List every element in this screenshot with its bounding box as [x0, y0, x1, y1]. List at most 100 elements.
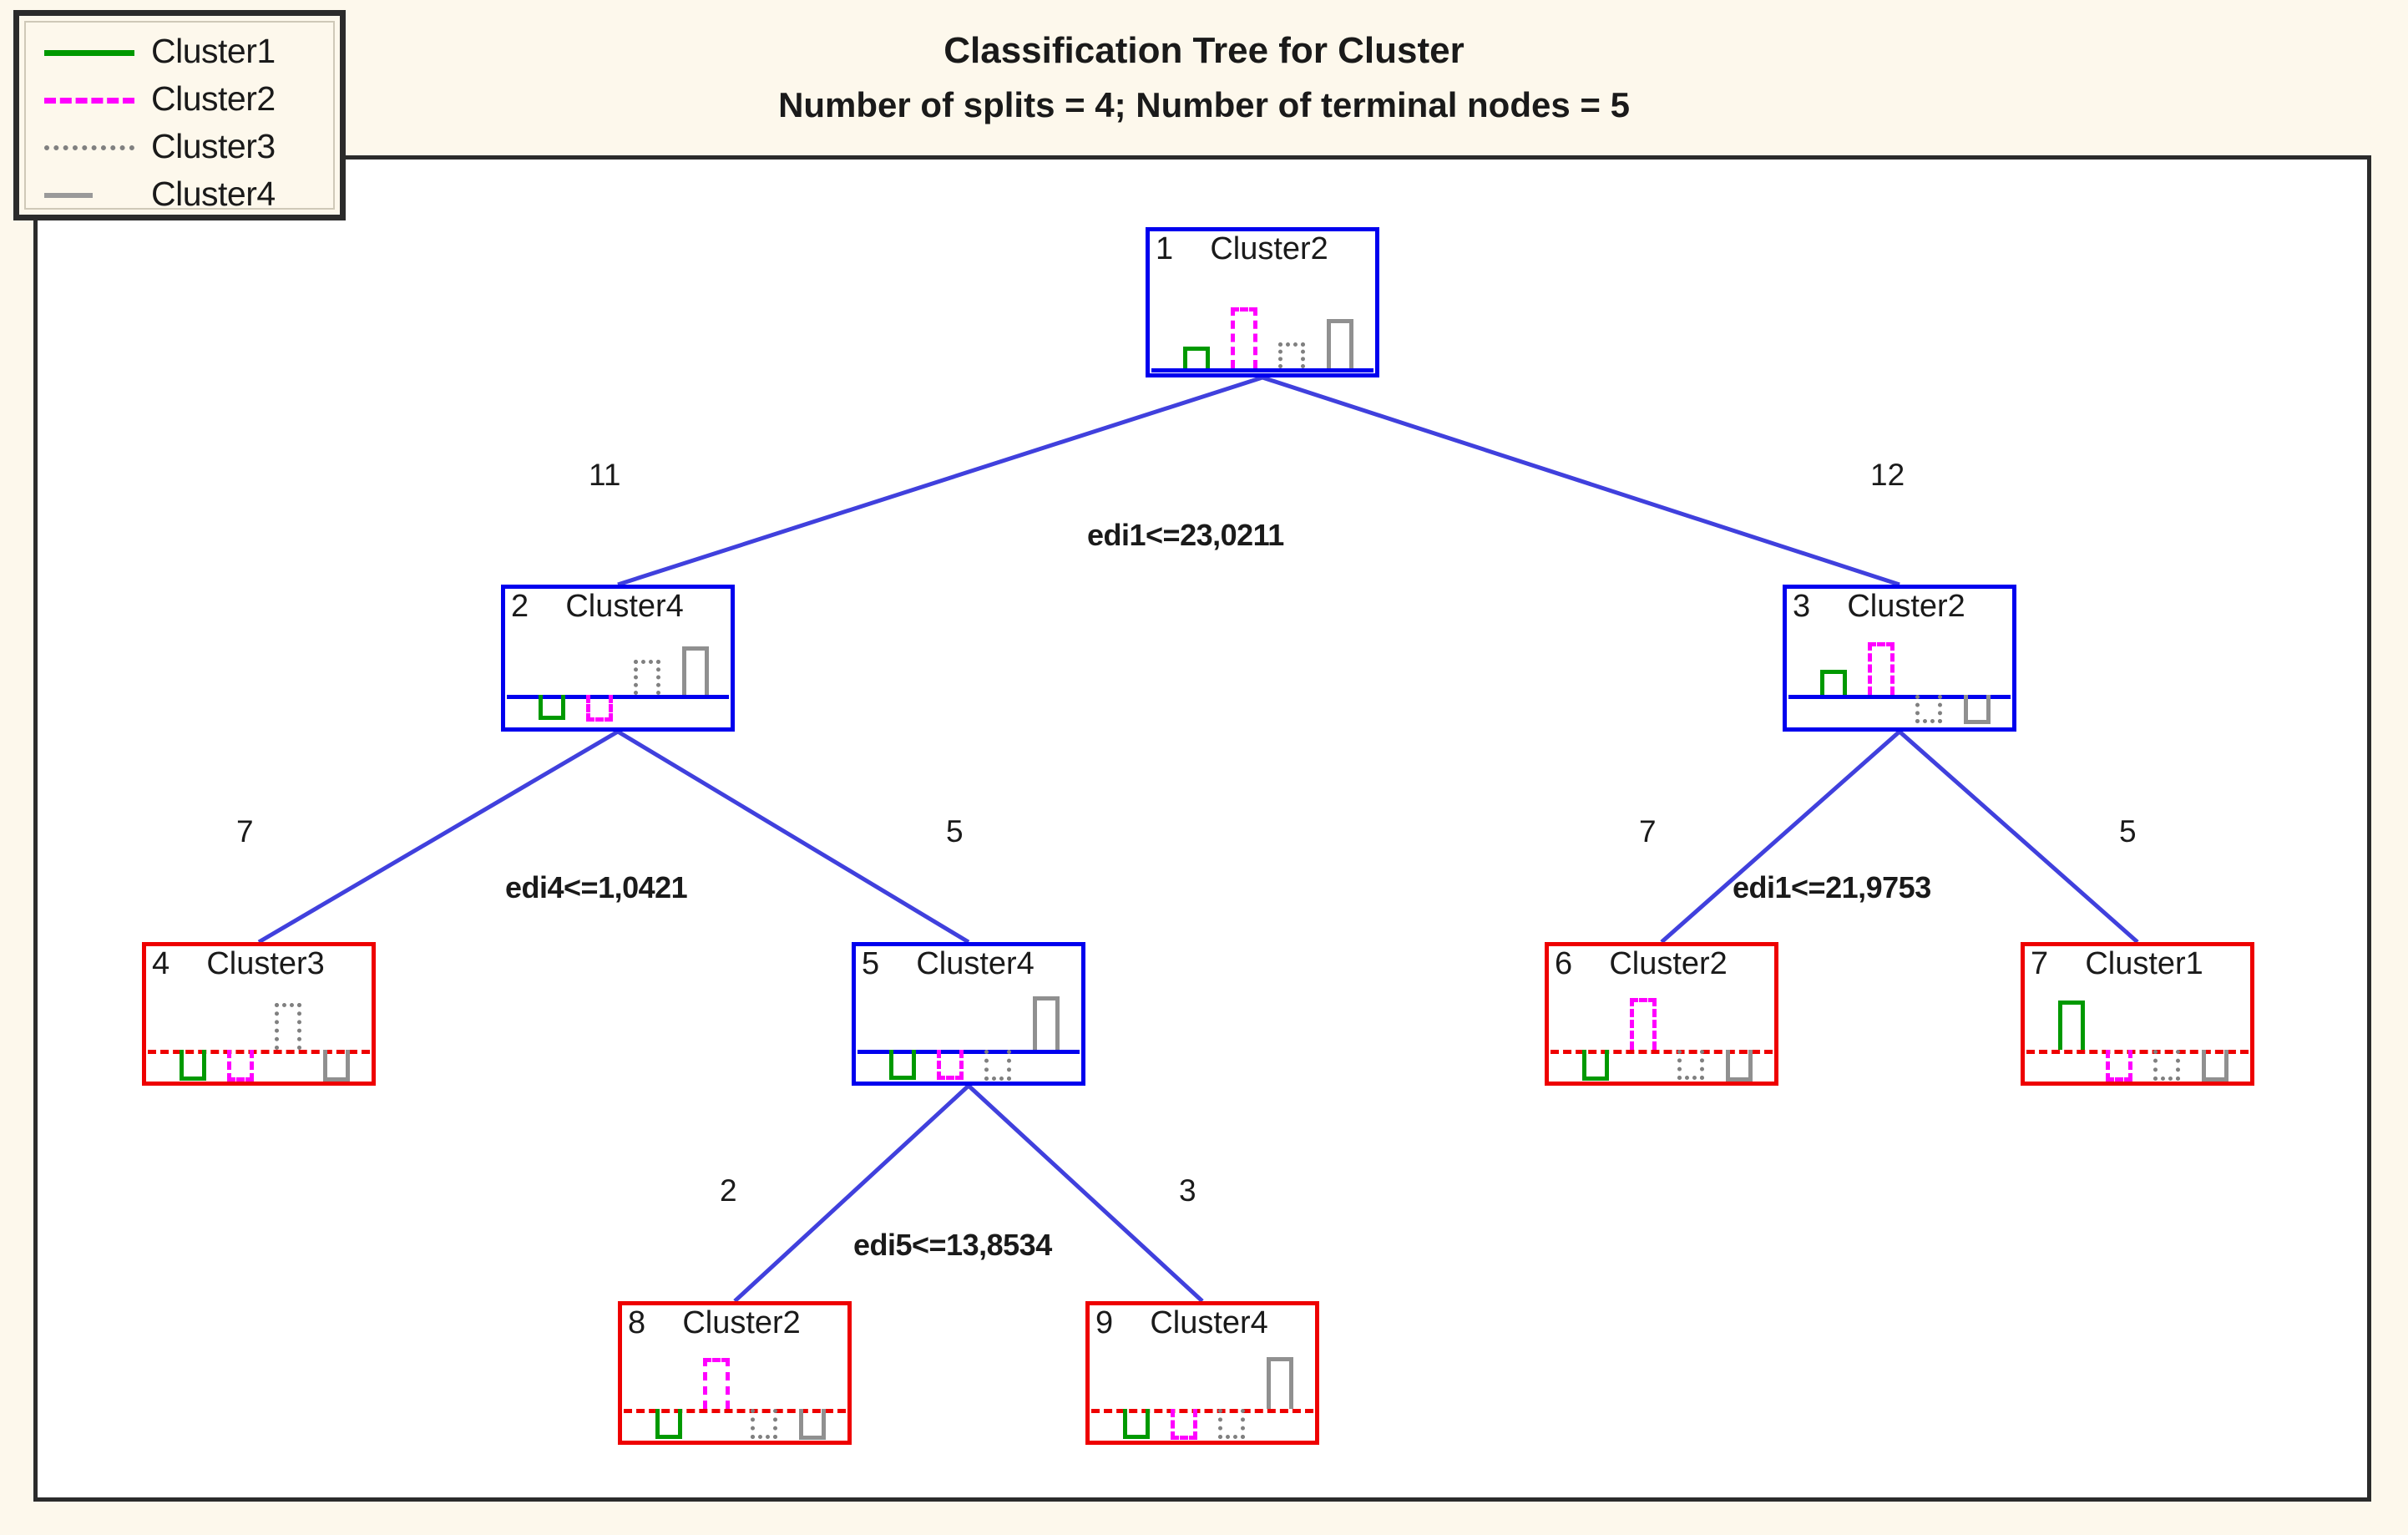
- node-bar-cluster1: [2057, 1000, 2085, 1051]
- legend-item-cluster2: Cluster2: [26, 75, 333, 123]
- node-bar-cluster4: [1326, 318, 1353, 368]
- node-mini-histogram: [2025, 985, 2250, 1082]
- legend-label: Cluster2: [151, 79, 276, 118]
- node-bar-cluster3: [2153, 1050, 2181, 1082]
- node-bar-cluster2: [936, 1050, 964, 1081]
- node-bar-cluster1: [179, 1050, 206, 1082]
- branch-count-2-right: 5: [946, 814, 964, 849]
- branch-count-1-left: 11: [589, 458, 621, 492]
- node-mini-histogram: [146, 985, 372, 1082]
- node-baseline: [1551, 1050, 1773, 1055]
- node-bar-cluster1: [1122, 1409, 1150, 1440]
- node-bar-cluster1: [1819, 669, 1847, 695]
- tree-node-1[interactable]: 1 Cluster2: [1146, 227, 1379, 377]
- legend-item-cluster1: Cluster1: [26, 28, 333, 75]
- page-title: Classification Tree for Cluster: [943, 30, 1465, 71]
- node-mini-histogram: [1549, 985, 1774, 1082]
- legend-label: Cluster1: [151, 32, 276, 70]
- node-class-label: Cluster2: [1609, 946, 1728, 981]
- node-baseline: [1091, 1409, 1313, 1414]
- node-header: 9 Cluster4: [1090, 1307, 1315, 1344]
- node-header: 7 Cluster1: [2025, 948, 2250, 985]
- node-class-label: Cluster2: [1847, 589, 1965, 624]
- node-class-label: Cluster4: [916, 946, 1035, 981]
- node-mini-histogram: [1090, 1344, 1315, 1441]
- node-id: 8: [628, 1305, 646, 1340]
- node-bar-cluster4: [798, 1409, 826, 1441]
- node-id: 4: [152, 946, 170, 981]
- node-bar-cluster3: [984, 1050, 1012, 1082]
- node-baseline: [2026, 1050, 2249, 1055]
- node-bar-cluster2: [1867, 641, 1895, 695]
- node-id: 9: [1095, 1305, 1114, 1340]
- node-bar-cluster2: [1230, 306, 1258, 368]
- node-bar-cluster3: [1915, 694, 1943, 724]
- node-bar-cluster4: [2201, 1050, 2228, 1082]
- node-bar-cluster1: [1581, 1050, 1609, 1082]
- node-bar-cluster3: [751, 1409, 778, 1440]
- node-bar-cluster4: [1963, 694, 1991, 725]
- tree-node-6[interactable]: 6 Cluster2: [1545, 942, 1778, 1086]
- node-id: 5: [862, 946, 880, 981]
- node-id: 2: [511, 589, 529, 624]
- node-bar-cluster1: [655, 1409, 682, 1439]
- node-id: 1: [1156, 231, 1174, 266]
- legend: Cluster1 Cluster2 Cluster3 Cluster4: [13, 10, 346, 220]
- node-bar-cluster3: [275, 1002, 302, 1051]
- node-bar-cluster2: [1629, 997, 1657, 1051]
- node-bar-cluster3: [1278, 342, 1306, 368]
- node-mini-histogram: [505, 627, 731, 727]
- node-id: 6: [1555, 946, 1573, 981]
- tree-node-7[interactable]: 7 Cluster1: [2021, 942, 2254, 1086]
- branch-count-1-right: 12: [1870, 458, 1905, 492]
- node-class-label: Cluster1: [2085, 946, 2203, 981]
- node-header: 5 Cluster4: [856, 948, 1081, 985]
- node-mini-histogram: [856, 985, 1081, 1082]
- branch-count-5-right: 3: [1179, 1173, 1196, 1208]
- legend-label: Cluster3: [151, 127, 276, 165]
- node-baseline: [857, 1050, 1080, 1055]
- legend-label: Cluster4: [151, 175, 276, 213]
- legend-item-cluster3: Cluster3: [26, 123, 333, 170]
- split-condition-5: edi5<=13,8534: [853, 1228, 1052, 1262]
- tree-node-9[interactable]: 9 Cluster4: [1085, 1301, 1319, 1445]
- node-header: 1 Cluster2: [1150, 233, 1375, 270]
- node-bar-cluster2: [702, 1358, 731, 1410]
- node-bar-cluster4: [1725, 1050, 1753, 1082]
- split-condition-2: edi4<=1,0421: [505, 870, 688, 904]
- node-bar-cluster1: [538, 694, 565, 721]
- node-bar-cluster4: [322, 1050, 350, 1082]
- node-id: 3: [1793, 589, 1811, 624]
- split-condition-1: edi1<=23,0211: [1087, 518, 1284, 552]
- tree-node-3[interactable]: 3 Cluster2: [1783, 585, 2016, 732]
- node-class-label: Cluster4: [1150, 1305, 1268, 1340]
- node-mini-histogram: [622, 1344, 847, 1441]
- node-bar-cluster2: [1170, 1409, 1198, 1441]
- node-baseline: [148, 1050, 370, 1055]
- node-id: 7: [2031, 946, 2049, 981]
- node-bar-cluster2: [226, 1050, 255, 1082]
- node-mini-histogram: [1787, 627, 2012, 727]
- node-bar-cluster2: [2105, 1050, 2133, 1082]
- branch-count-2-left: 7: [236, 814, 254, 849]
- node-class-label: Cluster2: [1210, 231, 1328, 266]
- node-bar-cluster2: [585, 694, 614, 722]
- node-class-label: Cluster3: [206, 946, 325, 981]
- node-header: 3 Cluster2: [1787, 590, 2012, 627]
- node-bar-cluster3: [1218, 1409, 1246, 1440]
- tree-node-4[interactable]: 4 Cluster3: [142, 942, 376, 1086]
- legend-item-cluster4: Cluster4: [26, 170, 333, 218]
- branch-count-5-left: 2: [720, 1173, 737, 1208]
- node-mini-histogram: [1150, 270, 1375, 373]
- node-baseline: [507, 694, 729, 699]
- node-bar-cluster4: [681, 646, 709, 695]
- node-bar-cluster4: [1032, 996, 1060, 1051]
- branch-count-3-left: 7: [1639, 814, 1657, 849]
- node-header: 4 Cluster3: [146, 948, 372, 985]
- tree-node-5[interactable]: 5 Cluster4: [852, 942, 1085, 1086]
